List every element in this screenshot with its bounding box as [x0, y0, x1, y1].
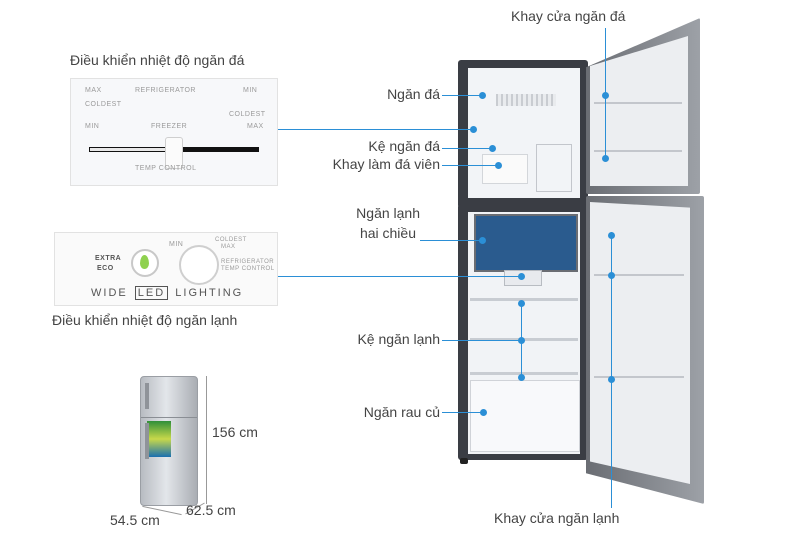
wide-led-lighting-logo: WIDE LED LIGHTING: [91, 286, 244, 300]
freezer-rack: [536, 144, 572, 192]
callout-dot: [495, 162, 502, 169]
callout-dot: [602, 92, 609, 99]
two-way-compartment: [474, 214, 578, 272]
callout-dot: [479, 92, 486, 99]
freezer-temp-control-panel: MAX REFRIGERATOR MIN COLDEST COLDEST MIN…: [70, 78, 278, 186]
depth-dimension: 62.5 cm: [186, 502, 236, 518]
panel-text: COLDEST: [229, 111, 266, 118]
callout-line: [611, 232, 612, 508]
callout-dot: [608, 376, 615, 383]
panel-text: REFRIGERATOR: [221, 259, 275, 265]
led-text: LED: [134, 286, 169, 300]
fridge-image: [456, 14, 706, 514]
panel-text: COLDEST: [85, 101, 122, 108]
height-dimension-line: [206, 376, 207, 504]
fridge-door-tray-1: [594, 274, 684, 276]
wide-text: WIDE: [91, 287, 128, 299]
fridge-foot: [460, 458, 468, 464]
callout-line: [278, 276, 522, 277]
callout-dot: [608, 272, 615, 279]
callout-line: [442, 148, 492, 149]
callout-dot: [489, 145, 496, 152]
two-way-compartment-label-line1: Ngăn lạnh: [356, 205, 420, 221]
panel-text: EXTRA: [95, 255, 122, 262]
freezer-door-tray-label: Khay cửa ngăn đá: [511, 8, 626, 24]
freezer-shelf-grille: [496, 94, 556, 106]
callout-dot: [518, 300, 525, 307]
callout-dot: [602, 155, 609, 162]
fridge-shelf-1: [470, 298, 578, 301]
callout-dot: [518, 374, 525, 381]
panel-text: REFRIGERATOR: [135, 87, 196, 94]
panel-text: ECO: [97, 265, 114, 272]
height-dimension: 156 cm: [212, 424, 258, 440]
fridge-temp-dial[interactable]: [179, 245, 219, 285]
freezer-door-tray-1: [594, 102, 682, 104]
ice-tray-label: Khay làm đá viên: [332, 156, 440, 172]
panel-text: MAX: [247, 123, 264, 130]
freezer-temp-control-label: Điều khiển nhiệt độ ngăn đá: [70, 52, 245, 68]
panel-text: COLDEST: [215, 237, 247, 243]
freezer-shelf-label: Kệ ngăn đá: [368, 138, 440, 154]
two-way-compartment-label-line2: hai chiều: [359, 225, 416, 241]
panel-text: MIN: [85, 123, 100, 130]
panel-text: TEMP CONTROL: [135, 165, 197, 172]
fridge-shelf-label: Kệ ngăn lạnh: [357, 331, 440, 347]
callout-line: [442, 340, 522, 341]
vegetable-drawer-label: Ngăn rau củ: [363, 404, 440, 420]
callout-dot: [608, 232, 615, 239]
panel-text: MAX: [221, 244, 236, 250]
freezer-door-tray-2: [594, 150, 682, 152]
freezer-label: Ngăn đá: [387, 86, 440, 102]
lighting-text: LIGHTING: [175, 287, 244, 299]
panel-text: MIN: [169, 241, 184, 248]
callout-line: [420, 240, 482, 241]
callout-line: [442, 165, 498, 166]
callout-dot: [518, 337, 525, 344]
fridge-door-liner: [590, 202, 690, 484]
small-fridge-image: [140, 376, 198, 506]
callout-line: [278, 129, 474, 130]
fridge-temp-control-label: Điều khiển nhiệt độ ngăn lạnh: [52, 312, 238, 328]
ice-tray-image: [482, 154, 528, 184]
vegetable-drawer-image: [470, 380, 580, 452]
width-dimension: 54.5 cm: [110, 512, 160, 528]
fridge-door-tray-2: [594, 376, 684, 378]
fridge-temp-control-panel: EXTRA ECO MIN COLDEST MAX REFRIGERATOR T…: [54, 232, 278, 306]
freezer-slider-track-light: [89, 147, 167, 152]
fridge-sticker: [147, 421, 171, 457]
panel-text: FREEZER: [151, 123, 188, 130]
callout-dot: [479, 237, 486, 244]
callout-line: [442, 412, 484, 413]
panel-text: MIN: [243, 87, 258, 94]
callout-dot: [470, 126, 477, 133]
panel-text: TEMP CONTROL: [221, 266, 275, 272]
fridge-shelf-3: [470, 372, 578, 375]
freezer-slider-knob[interactable]: [165, 137, 183, 169]
fridge-door-tray-label: Khay cửa ngăn lạnh: [494, 510, 620, 526]
panel-text: MAX: [85, 87, 102, 94]
callout-dot: [518, 273, 525, 280]
eco-leaf-icon: [131, 249, 159, 277]
callout-line: [442, 95, 482, 96]
callout-dot: [480, 409, 487, 416]
